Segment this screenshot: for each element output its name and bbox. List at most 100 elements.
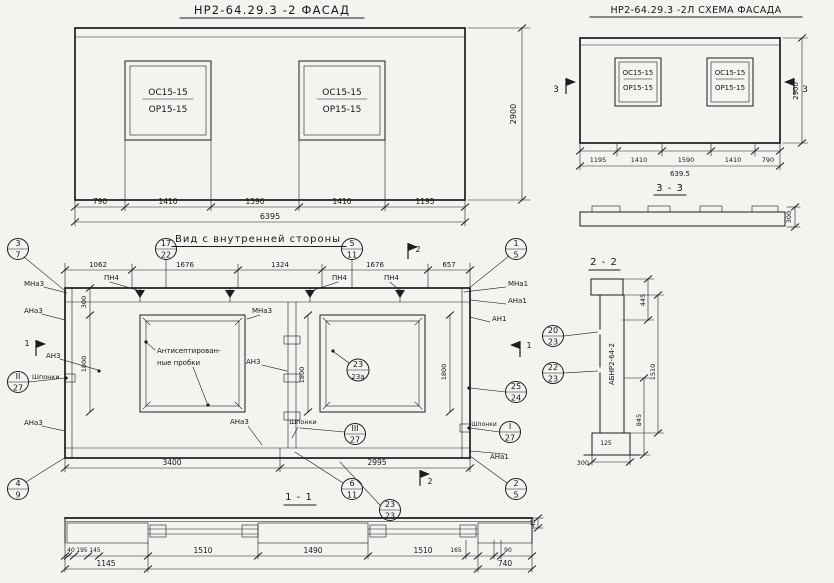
- label-text: ные пробки: [157, 359, 200, 367]
- callout-I-27: I 27 Шпонки: [467, 421, 521, 443]
- dim-label: 445: [639, 294, 647, 306]
- dim-label: 1590: [678, 156, 695, 164]
- window-mark-top: ОС15-15: [715, 69, 746, 77]
- label-text: МНа3: [24, 280, 44, 288]
- window-mark-bottom: ОР15-15: [323, 105, 362, 115]
- label-text: АН3: [46, 352, 61, 360]
- label-text: МНа3: [252, 307, 272, 315]
- callout-22-23: 22 23: [542, 362, 599, 384]
- callout-bottom: 23: [548, 375, 558, 384]
- callout-23-23: 23 23: [339, 461, 401, 521]
- label-shponki-middle: Шпонки: [289, 418, 317, 439]
- section-1-1-dimensions: 40 195 145 1510 1490 1510 165 90 1145 74…: [60, 514, 544, 573]
- callout-5-11: 5 11: [341, 238, 363, 288]
- label-text: ПН4: [332, 274, 348, 282]
- callout-4-9: 4 9: [7, 456, 67, 500]
- callout-bottom: 7: [15, 251, 20, 260]
- callout-bottom: 11: [347, 491, 357, 500]
- window-opening-section-2: [367, 524, 479, 538]
- dim-label: 1145: [96, 559, 115, 568]
- label-ana3-middle: АНа3: [230, 418, 263, 446]
- label-text: МНа1: [508, 280, 528, 288]
- callout-top: 22: [548, 363, 558, 372]
- section-3-cut-marks: 3 3: [553, 77, 808, 95]
- dim-label: 40: [67, 547, 75, 554]
- callout-bottom: 23а: [351, 373, 364, 381]
- dim-height-label: 2900: [509, 104, 518, 124]
- window-opening-section-1: [147, 524, 259, 538]
- callout-23-23a: 23 23а: [331, 349, 370, 382]
- window-mark-top: ОС15-15: [322, 88, 362, 98]
- label-text: Шпонки: [289, 418, 317, 426]
- cut-mark-label: 2: [427, 477, 432, 486]
- label-ana1-bottom: АНа1: [469, 450, 509, 461]
- dim-label: 1195: [590, 156, 607, 164]
- profile-bar: [579, 211, 786, 227]
- dim-label: 1410: [631, 156, 648, 164]
- dim-label: 145: [89, 547, 101, 554]
- facade-window-2: ОС15-15 ОР15-15: [298, 60, 386, 141]
- dim-label: 300: [80, 296, 88, 308]
- label-an3-middle: АН3: [246, 358, 288, 372]
- cut-mark-1-left: 1: [24, 339, 47, 357]
- dim-label: 1490: [303, 546, 322, 555]
- view-window-1: [139, 314, 246, 413]
- section-2-2-title: 2 - 2: [590, 257, 618, 268]
- label-text: ПН4: [104, 274, 120, 282]
- label-pn4-right: ПН4: [384, 274, 400, 291]
- dim-label: 90: [504, 547, 512, 554]
- section-2-2-dimensions: 445 1510 845 300 125: [577, 275, 665, 467]
- label-ana3-bottom: АНа3: [24, 419, 66, 432]
- label-text: АНа1: [490, 453, 509, 461]
- callout-6-11: 6 11: [294, 451, 363, 500]
- cut-mark-1-right: 1: [509, 340, 532, 358]
- schema-panel: [579, 37, 781, 144]
- label-pn4-middle: ПН4: [313, 274, 348, 291]
- view-vertical-dimensions: 300 1800 1800 1800: [80, 284, 455, 416]
- window-mark-top: ОС15-15: [623, 69, 654, 77]
- dim-label: 1195: [415, 197, 434, 206]
- callout-bottom: 24: [511, 394, 521, 403]
- dim-label: 1676: [176, 261, 194, 269]
- dim-label: 1590: [245, 197, 264, 206]
- facade-title: НР2-64.29.3 -2 ФАСАД: [194, 3, 350, 17]
- dim-label: 40: [530, 519, 537, 527]
- panel-body: [64, 287, 471, 459]
- pier-section: [477, 522, 533, 544]
- label-an3-left: АН3: [46, 352, 101, 373]
- section-3-3: 3 - 3 300: [579, 183, 801, 231]
- dim-label: 1800: [298, 367, 306, 384]
- callout-bottom: 27: [505, 434, 515, 443]
- dim-label: 1510: [193, 546, 212, 555]
- dim-label: 845: [635, 414, 643, 426]
- label-text: АНа3: [24, 307, 43, 315]
- callout-top: III: [351, 424, 358, 433]
- callout-top: 17: [161, 239, 171, 248]
- section-mark-label: 3: [802, 85, 808, 95]
- label-shponki: Шпонки: [32, 373, 60, 381]
- callout-20-23: 20 23: [542, 325, 599, 347]
- label-an1: АН1: [469, 315, 507, 323]
- section-1-1: 1 - 1: [60, 492, 544, 573]
- callout-bottom: 23: [548, 338, 558, 347]
- facade-drawing: НР2-64.29.3 -2 ФАСАД ОС15-15 ОР15-15 ОС1…: [70, 3, 531, 227]
- inner-view: Вид с внутренней стороны: [24, 234, 532, 487]
- section-2-2: 2 - 2 АБНР2-64-2 445 1510 845: [577, 257, 665, 467]
- dim-label: 740: [498, 559, 513, 568]
- callout-1-5: 1 5: [467, 238, 527, 290]
- cut-mark-2-bottom: 2: [419, 469, 433, 487]
- dim-total-label: 6395: [260, 212, 280, 221]
- dim-label: 1410: [332, 197, 351, 206]
- view-top-dimensions: 1062 1676 1324 1676 657: [60, 261, 475, 289]
- callout-bottom: 5: [513, 251, 518, 260]
- label-mna1: МНа1: [463, 280, 528, 293]
- view-window-2: [319, 314, 426, 413]
- label-text: АНа3: [230, 418, 249, 426]
- schema-window-2: ОС15-15 ОР15-15: [706, 57, 754, 107]
- section-1-1-title: 1 - 1: [285, 492, 313, 503]
- dim-height-label: 2900: [792, 82, 800, 100]
- section-mark-label: 3: [553, 85, 559, 95]
- dim-depth-label: 300: [785, 211, 793, 223]
- dim-label: 1062: [89, 261, 107, 269]
- callout-bottom: 9: [15, 491, 20, 500]
